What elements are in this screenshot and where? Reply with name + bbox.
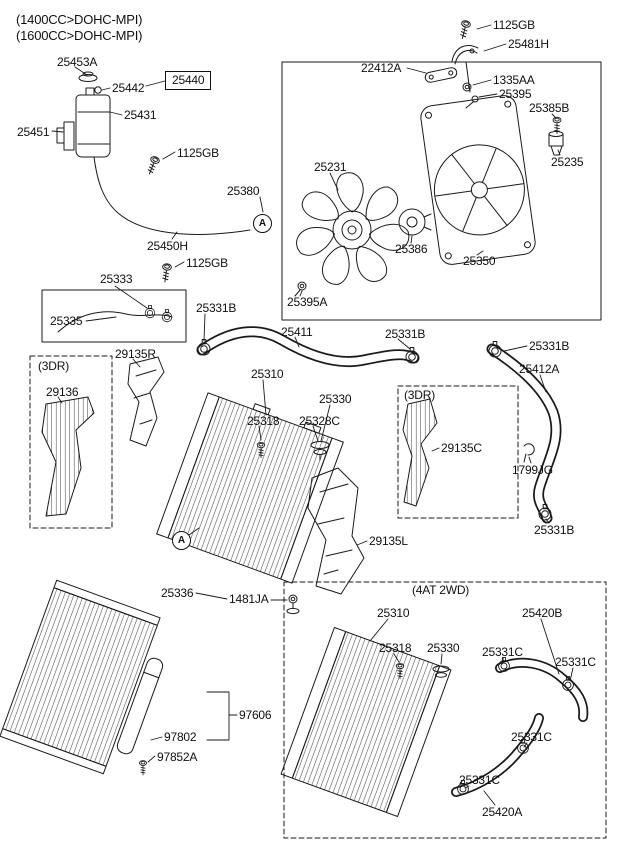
part-label-25318-1: 25318 bbox=[247, 414, 280, 428]
lower-hose-drawing bbox=[486, 343, 562, 524]
part-label-25411: 25411 bbox=[281, 325, 313, 339]
part-label-97802: 97802 bbox=[164, 730, 197, 744]
callout-a-2: A bbox=[172, 531, 191, 550]
part-label-25442: 25442 bbox=[112, 81, 145, 95]
part-label-25235: 25235 bbox=[551, 155, 584, 169]
fan-motor-drawing bbox=[398, 208, 432, 236]
fan-assembly-box bbox=[281, 61, 602, 321]
three-door-box-right bbox=[397, 385, 519, 519]
part-label-25331c-2: 25331C bbox=[555, 655, 596, 669]
part-label-25333: 25333 bbox=[100, 272, 133, 286]
section-boxes bbox=[29, 61, 607, 839]
part-label-29136: 29136 bbox=[46, 385, 79, 399]
reservoir-drawing bbox=[56, 71, 251, 235]
leader-lines bbox=[51, 24, 574, 806]
part-label-25450h: 25450H bbox=[147, 239, 188, 253]
part-label-25395: 25395 bbox=[499, 87, 532, 101]
part-label-25420b: 25420B bbox=[522, 606, 563, 620]
part-label-25350: 25350 bbox=[463, 254, 496, 268]
part-label-25481h: 25481H bbox=[508, 37, 549, 51]
radiator-cap-drawing bbox=[310, 441, 330, 461]
part-label-25440: 25440 bbox=[165, 71, 212, 90]
part-label-25420a: 25420A bbox=[482, 805, 523, 819]
part-label-29135l: 29135L bbox=[369, 534, 408, 548]
part-label-25335: 25335 bbox=[50, 314, 83, 328]
drain-plug-drawing bbox=[286, 594, 300, 615]
engine-variant-line-2: (1600CC>DOHC-MPI) bbox=[16, 28, 143, 43]
condenser-drawing bbox=[0, 579, 161, 775]
part-label-25380: 25380 bbox=[227, 184, 260, 198]
part-label-1335aa: 1335AA bbox=[493, 73, 535, 87]
part-label-1125gb-3: 1125GB bbox=[493, 18, 535, 32]
wire-clip-drawing bbox=[523, 443, 535, 463]
part-label-25331c-4: 25331C bbox=[459, 773, 500, 787]
variant-label-3dr-1: (3DR) bbox=[38, 359, 69, 373]
part-label-25331c-1: 25331C bbox=[482, 645, 523, 659]
part-label-25231: 25231 bbox=[314, 160, 347, 174]
variant-label-4at2wd: (4AT 2WD) bbox=[412, 583, 470, 597]
automatic-box bbox=[283, 581, 607, 839]
part-label-25412a: 25412A bbox=[519, 362, 560, 376]
part-label-1481ja: 1481JA bbox=[229, 592, 269, 606]
part-label-25331b-1: 25331B bbox=[196, 301, 237, 315]
part-label-25336: 25336 bbox=[161, 586, 194, 600]
part-label-1125gb-1: 1125GB bbox=[177, 146, 219, 160]
variant-label-3dr-2: (3DR) bbox=[404, 388, 435, 402]
fan-drawing bbox=[296, 172, 410, 285]
fan-box-small-parts bbox=[294, 19, 564, 297]
cap-4at-drawing bbox=[432, 665, 450, 678]
part-label-25451: 25451 bbox=[17, 125, 50, 139]
part-label-25331c-3: 25331C bbox=[511, 730, 552, 744]
engine-variant-line-1: (1400CC>DOHC-MPI) bbox=[16, 12, 143, 27]
part-label-1799jg: 1799JG bbox=[512, 463, 553, 477]
radiator-4at-drawing bbox=[280, 626, 452, 818]
part-label-22412a: 22412A bbox=[361, 61, 402, 75]
part-label-25331b-4: 25331B bbox=[534, 523, 575, 537]
part-label-29135c: 29135C bbox=[441, 441, 482, 455]
part-label-1125gb-2: 1125GB bbox=[186, 256, 228, 270]
air-guard-panels bbox=[41, 356, 438, 595]
part-label-25453a: 25453A bbox=[57, 55, 98, 69]
part-label-25431: 25431 bbox=[124, 108, 157, 122]
callout-a-1: A bbox=[253, 214, 272, 233]
part-label-25310-2: 25310 bbox=[377, 606, 410, 620]
part-label-25330-2: 25330 bbox=[427, 641, 460, 655]
part-label-97852a: 97852A bbox=[157, 750, 198, 764]
part-label-25331b-2: 25331B bbox=[385, 327, 426, 341]
upper-hose-drawing bbox=[196, 326, 420, 368]
part-label-25328c: 25328C bbox=[299, 414, 340, 428]
part-label-25395a: 25395A bbox=[287, 295, 328, 309]
radiator-drawing bbox=[156, 392, 344, 584]
part-label-25318-2: 25318 bbox=[379, 641, 412, 655]
receiver-drier-drawing bbox=[116, 657, 164, 755]
part-label-25331b-3: 25331B bbox=[529, 339, 570, 353]
part-label-29135r: 29135R bbox=[115, 347, 156, 361]
part-label-25330-1: 25330 bbox=[319, 392, 352, 406]
part-label-97606: 97606 bbox=[239, 708, 272, 722]
overflow-hose-drawing bbox=[41, 289, 187, 343]
three-door-box-left bbox=[29, 355, 113, 529]
part-label-25310-1: 25310 bbox=[251, 367, 284, 381]
part-label-25385b: 25385B bbox=[529, 101, 570, 115]
part-label-25386: 25386 bbox=[395, 242, 428, 256]
shroud-drawing bbox=[420, 95, 536, 265]
